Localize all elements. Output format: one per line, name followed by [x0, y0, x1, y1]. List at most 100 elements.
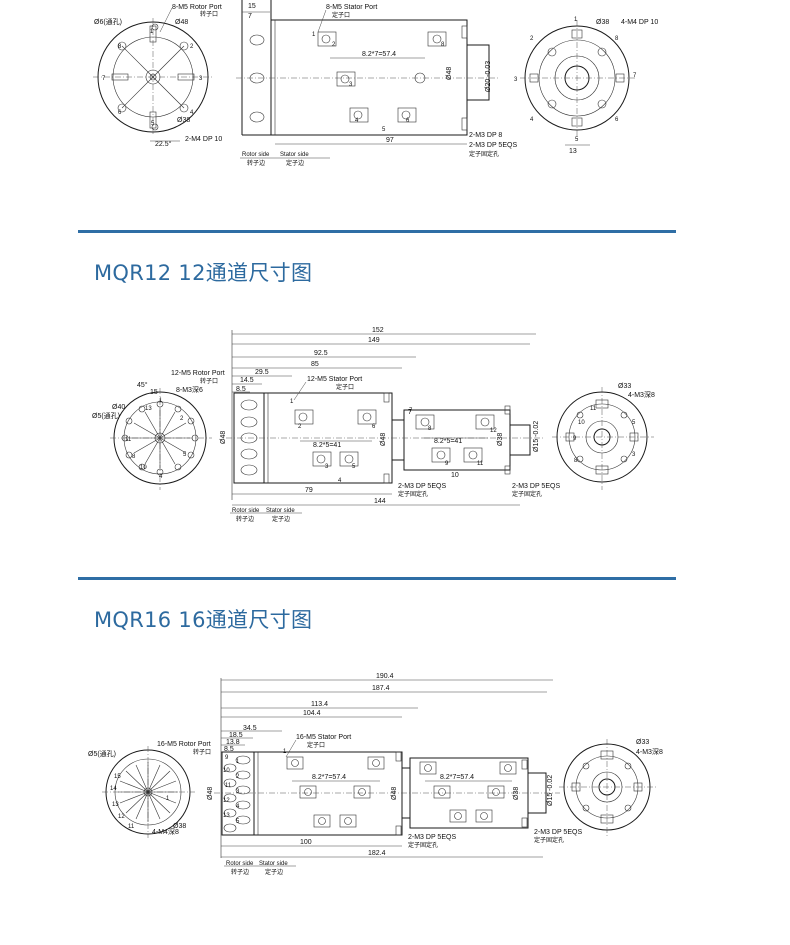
label-eqs1: 2-M3 DP 5EQS — [398, 483, 446, 490]
dim-1044: 104.4 — [303, 710, 321, 717]
svg-text:11: 11 — [125, 437, 132, 443]
label-stator-side-cn: 定子边 — [265, 868, 283, 876]
svg-text:9: 9 — [225, 755, 229, 761]
svg-text:2: 2 — [180, 416, 184, 422]
dim-pitch: 8.2*7=57.4 — [362, 51, 396, 58]
svg-text:5: 5 — [382, 127, 386, 133]
svg-text:1: 1 — [236, 759, 240, 765]
label-m4: 2-M4 DP 10 — [185, 136, 222, 143]
dim-phi15: Ø15 -0.02 — [533, 421, 540, 452]
dim-phi48-body: Ø48 — [446, 67, 453, 80]
section-divider — [78, 577, 676, 580]
svg-text:8: 8 — [118, 44, 122, 50]
dim-phi48-rotor: Ø48 — [220, 431, 227, 444]
label-rotor-port-cn: 转子口 — [200, 377, 218, 385]
dim-phi38: Ø38 — [513, 787, 520, 800]
label-m4: 4-M4深8 — [152, 827, 179, 836]
svg-text:10: 10 — [578, 420, 585, 426]
svg-text:3: 3 — [514, 77, 518, 83]
svg-text:2: 2 — [298, 424, 302, 430]
label-stator-side: Stator side — [266, 508, 295, 514]
stator-end-view: 18 23 74 65 Ø38 4-M4 DP 10 13 — [514, 17, 658, 155]
dim-85b: 8.5 — [236, 386, 246, 393]
svg-text:4: 4 — [530, 117, 534, 123]
svg-text:11: 11 — [590, 406, 597, 412]
svg-text:6: 6 — [118, 110, 122, 116]
svg-text:14: 14 — [110, 786, 117, 792]
svg-text:12: 12 — [490, 428, 497, 434]
label-m3dp8: 2-M3 DP 8 — [469, 132, 502, 139]
svg-text:10: 10 — [140, 465, 147, 471]
label-rotor-side-cn: 转子边 — [247, 159, 265, 167]
label-phi48: Ø48 — [175, 19, 188, 26]
label-phi40: Ø40 — [112, 404, 125, 411]
side-view-body: 152 149 92.5 85 29.5 14.5 8.5 — [220, 327, 560, 523]
dim-15: 15 — [150, 389, 158, 396]
svg-text:6: 6 — [615, 117, 619, 123]
svg-text:13: 13 — [112, 802, 119, 808]
svg-text:9: 9 — [573, 436, 577, 442]
label-fix-cn1: 定子固定孔 — [398, 490, 428, 498]
svg-text:8: 8 — [441, 42, 445, 48]
svg-text:6: 6 — [372, 424, 376, 430]
section-title-mqr12: MQR12 12通道尺寸图 — [94, 261, 313, 285]
section-title-mqr16: MQR16 16通道尺寸图 — [94, 608, 313, 632]
dim-pitch2: 8.2*7=57.4 — [440, 774, 474, 781]
svg-text:3: 3 — [236, 789, 240, 795]
dim-13: 13 — [569, 148, 577, 155]
label-rotor-side: Rotor side — [232, 508, 260, 514]
label-m3: 8-M3深6 — [176, 385, 203, 394]
label-fix-cn2: 定子固定孔 — [512, 490, 542, 498]
svg-text:3: 3 — [632, 452, 636, 458]
dim-phi20: Ø20 -0.03 — [485, 61, 492, 92]
section-divider — [78, 230, 676, 233]
label-phi38: Ø38 — [173, 823, 186, 830]
svg-text:3: 3 — [325, 464, 329, 470]
svg-text:8: 8 — [574, 458, 578, 464]
label-r-m3: 4-M3深8 — [636, 747, 663, 756]
stator-end-view: Ø33 4-M3深8 — [559, 739, 663, 836]
dim-1874: 187.4 — [372, 685, 390, 692]
label-stator-side-cn: 定子边 — [286, 159, 304, 167]
svg-text:3: 3 — [349, 82, 353, 88]
svg-text:7: 7 — [409, 408, 413, 414]
label-phi5: Ø5(通孔) — [92, 411, 120, 420]
dim-97: 97 — [386, 137, 394, 144]
dim-7: 7 — [248, 13, 252, 20]
dim-10: 10 — [451, 472, 459, 479]
label-stator-side: Stator side — [280, 152, 309, 158]
dim-phi48: Ø48 — [380, 433, 387, 446]
label-rotor-side-cn: 转子边 — [231, 868, 249, 876]
svg-text:2: 2 — [236, 774, 240, 780]
label-rotor-port-cn: 转子口 — [200, 10, 218, 18]
dim-925: 92.5 — [314, 350, 328, 357]
rotor-end-view: 18 27 36 45 8-M5 Rotor Port 转子口 Ø6(通孔) Ø… — [93, 4, 222, 148]
side-view-body: 190.4 187.4 113.4 104.4 34.5 18.5 13.8 8… — [207, 673, 582, 876]
svg-text:9: 9 — [445, 461, 449, 467]
svg-text:3: 3 — [199, 76, 203, 82]
dim-pitch1: 8.2*7=57.4 — [312, 774, 346, 781]
svg-text:12: 12 — [223, 798, 230, 804]
dim-152: 152 — [372, 327, 384, 334]
label-r-phi33: Ø33 — [636, 739, 649, 746]
svg-text:1: 1 — [283, 749, 287, 755]
label-stator-port: 16-M5 Stator Port — [296, 734, 351, 741]
label-stator-port: 8-M5 Stator Port — [326, 4, 377, 11]
label-stator-side-cn: 定子边 — [272, 515, 290, 523]
svg-text:4: 4 — [190, 110, 194, 116]
dim-185: 18.5 — [229, 732, 243, 739]
label-eqs2: 2-M3 DP 5EQS — [534, 829, 582, 836]
svg-text:8: 8 — [428, 426, 432, 432]
dim-phi48-rotor: Ø48 — [207, 787, 214, 800]
svg-text:10: 10 — [223, 768, 230, 774]
svg-text:5: 5 — [575, 137, 579, 143]
dim-149: 149 — [368, 337, 380, 344]
dim-144: 144 — [374, 498, 386, 505]
dim-138: 13.8 — [226, 739, 240, 746]
svg-text:4: 4 — [338, 478, 342, 484]
label-rotor-port: 12-M5 Rotor Port — [171, 370, 225, 377]
dim-100: 100 — [300, 839, 312, 846]
